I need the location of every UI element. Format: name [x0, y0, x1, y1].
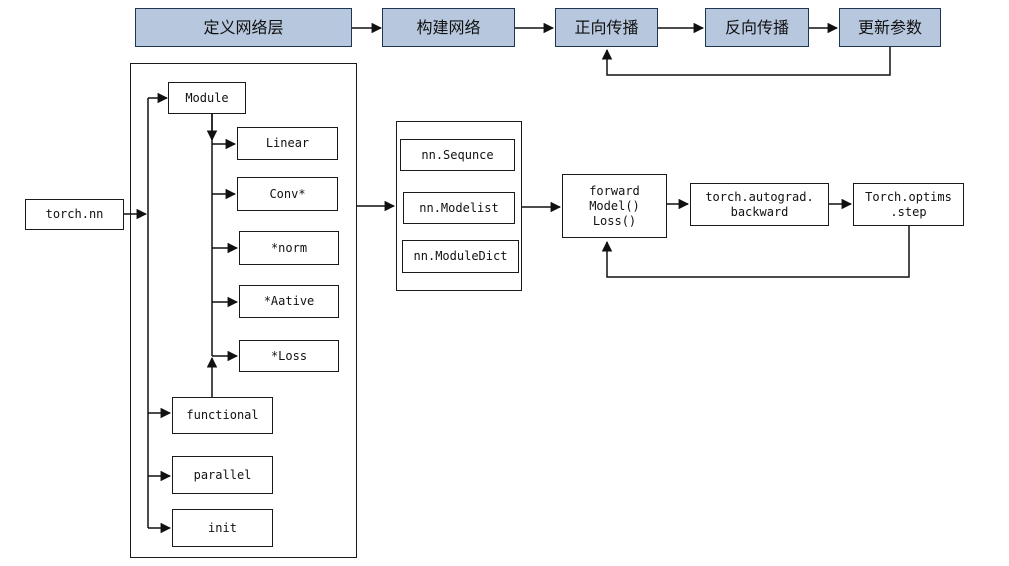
nn-sequential-box: nn.Sequnce: [400, 139, 515, 171]
nn-modulelist-box: nn.Modelist: [403, 192, 515, 224]
loop-optim-to-forward: [601, 226, 910, 278]
loss-box: *Loss: [239, 340, 339, 372]
functional-box: functional: [172, 397, 273, 434]
nn-moduledict-box: nn.ModuleDict: [402, 240, 519, 273]
forward-propagation-box: 正向传播: [555, 8, 658, 47]
init-box: init: [172, 509, 273, 547]
torch-nn-box: torch.nn: [25, 199, 124, 230]
linear-box: Linear: [237, 127, 338, 160]
backward-propagation-box: 反向传播: [705, 8, 809, 47]
nn-components-group: [130, 63, 357, 558]
activation-box: *Aative: [239, 285, 339, 318]
autograd-backward-box: torch.autograd. backward: [690, 183, 829, 226]
loop-update-to-forward: [601, 46, 891, 76]
forward-model-loss-box: forward Model() Loss(): [562, 174, 667, 238]
build-network-box: 构建网络: [382, 8, 515, 47]
update-parameters-box: 更新参数: [839, 8, 941, 47]
containers-group: [396, 121, 522, 291]
norm-box: *norm: [239, 231, 339, 265]
parallel-box: parallel: [172, 456, 273, 494]
optim-step-box: Torch.optims .step: [853, 183, 964, 226]
conv-box: Conv*: [237, 177, 338, 211]
define-layers-box: 定义网络层: [135, 8, 352, 47]
module-box: Module: [168, 82, 246, 114]
